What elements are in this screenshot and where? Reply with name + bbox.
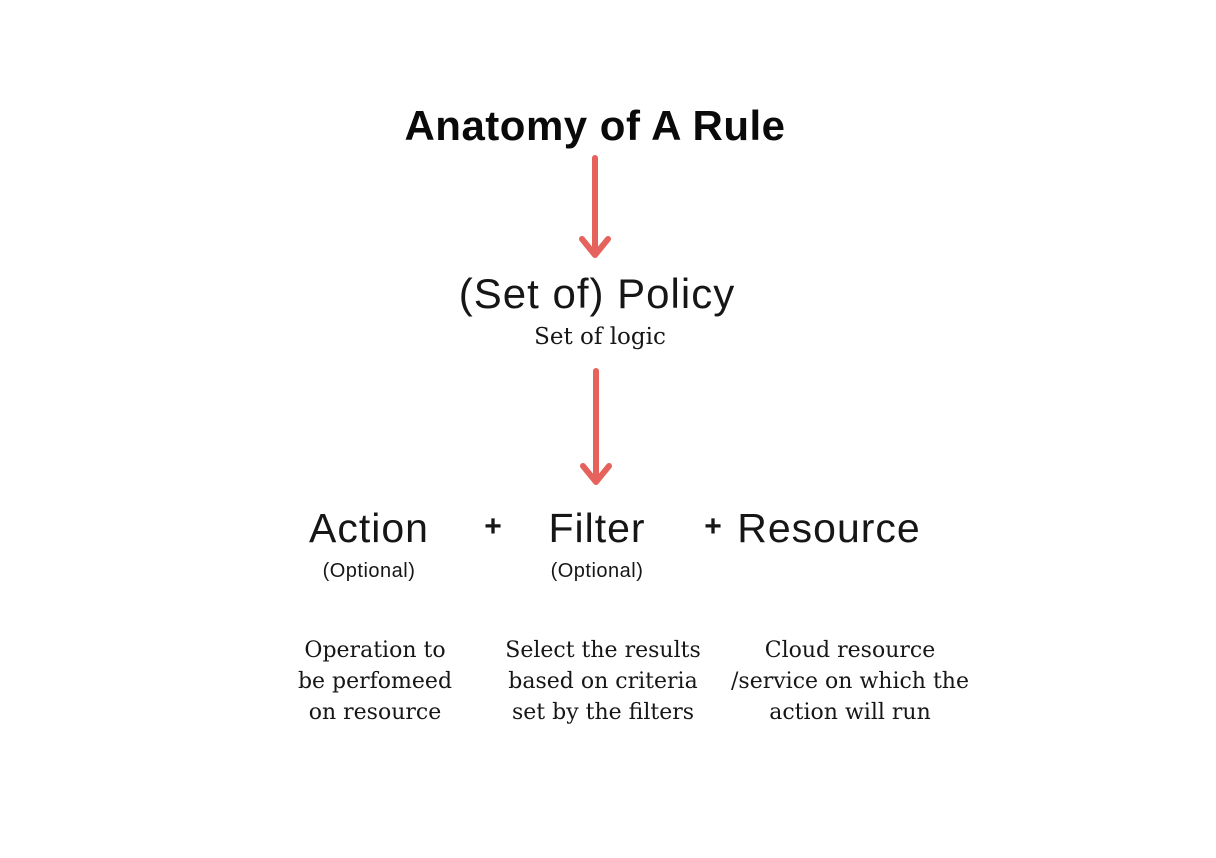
arrow-down-icon bbox=[580, 368, 612, 485]
component-description-action: Operation to be perfomeed on resource bbox=[297, 638, 453, 725]
component-label-action: Action bbox=[309, 505, 429, 551]
component-note-action: (Optional) bbox=[322, 560, 416, 582]
component-description-resource: Cloud resource /service on which the act… bbox=[731, 638, 969, 725]
plus-operator: + bbox=[704, 510, 722, 543]
component-description-filter: Select the results based on criteria set… bbox=[505, 638, 701, 725]
component-label-filter: Filter bbox=[548, 505, 646, 551]
diagram-title: Anatomy of A Rule bbox=[404, 102, 786, 149]
component-label-resource: Resource bbox=[737, 505, 921, 551]
arrow-down-icon bbox=[579, 155, 611, 258]
component-note-filter: (Optional) bbox=[550, 560, 644, 582]
policy-label: (Set of) Policy bbox=[458, 270, 736, 317]
plus-operator: + bbox=[484, 510, 502, 543]
policy-sublabel: Set of logic bbox=[534, 324, 666, 350]
